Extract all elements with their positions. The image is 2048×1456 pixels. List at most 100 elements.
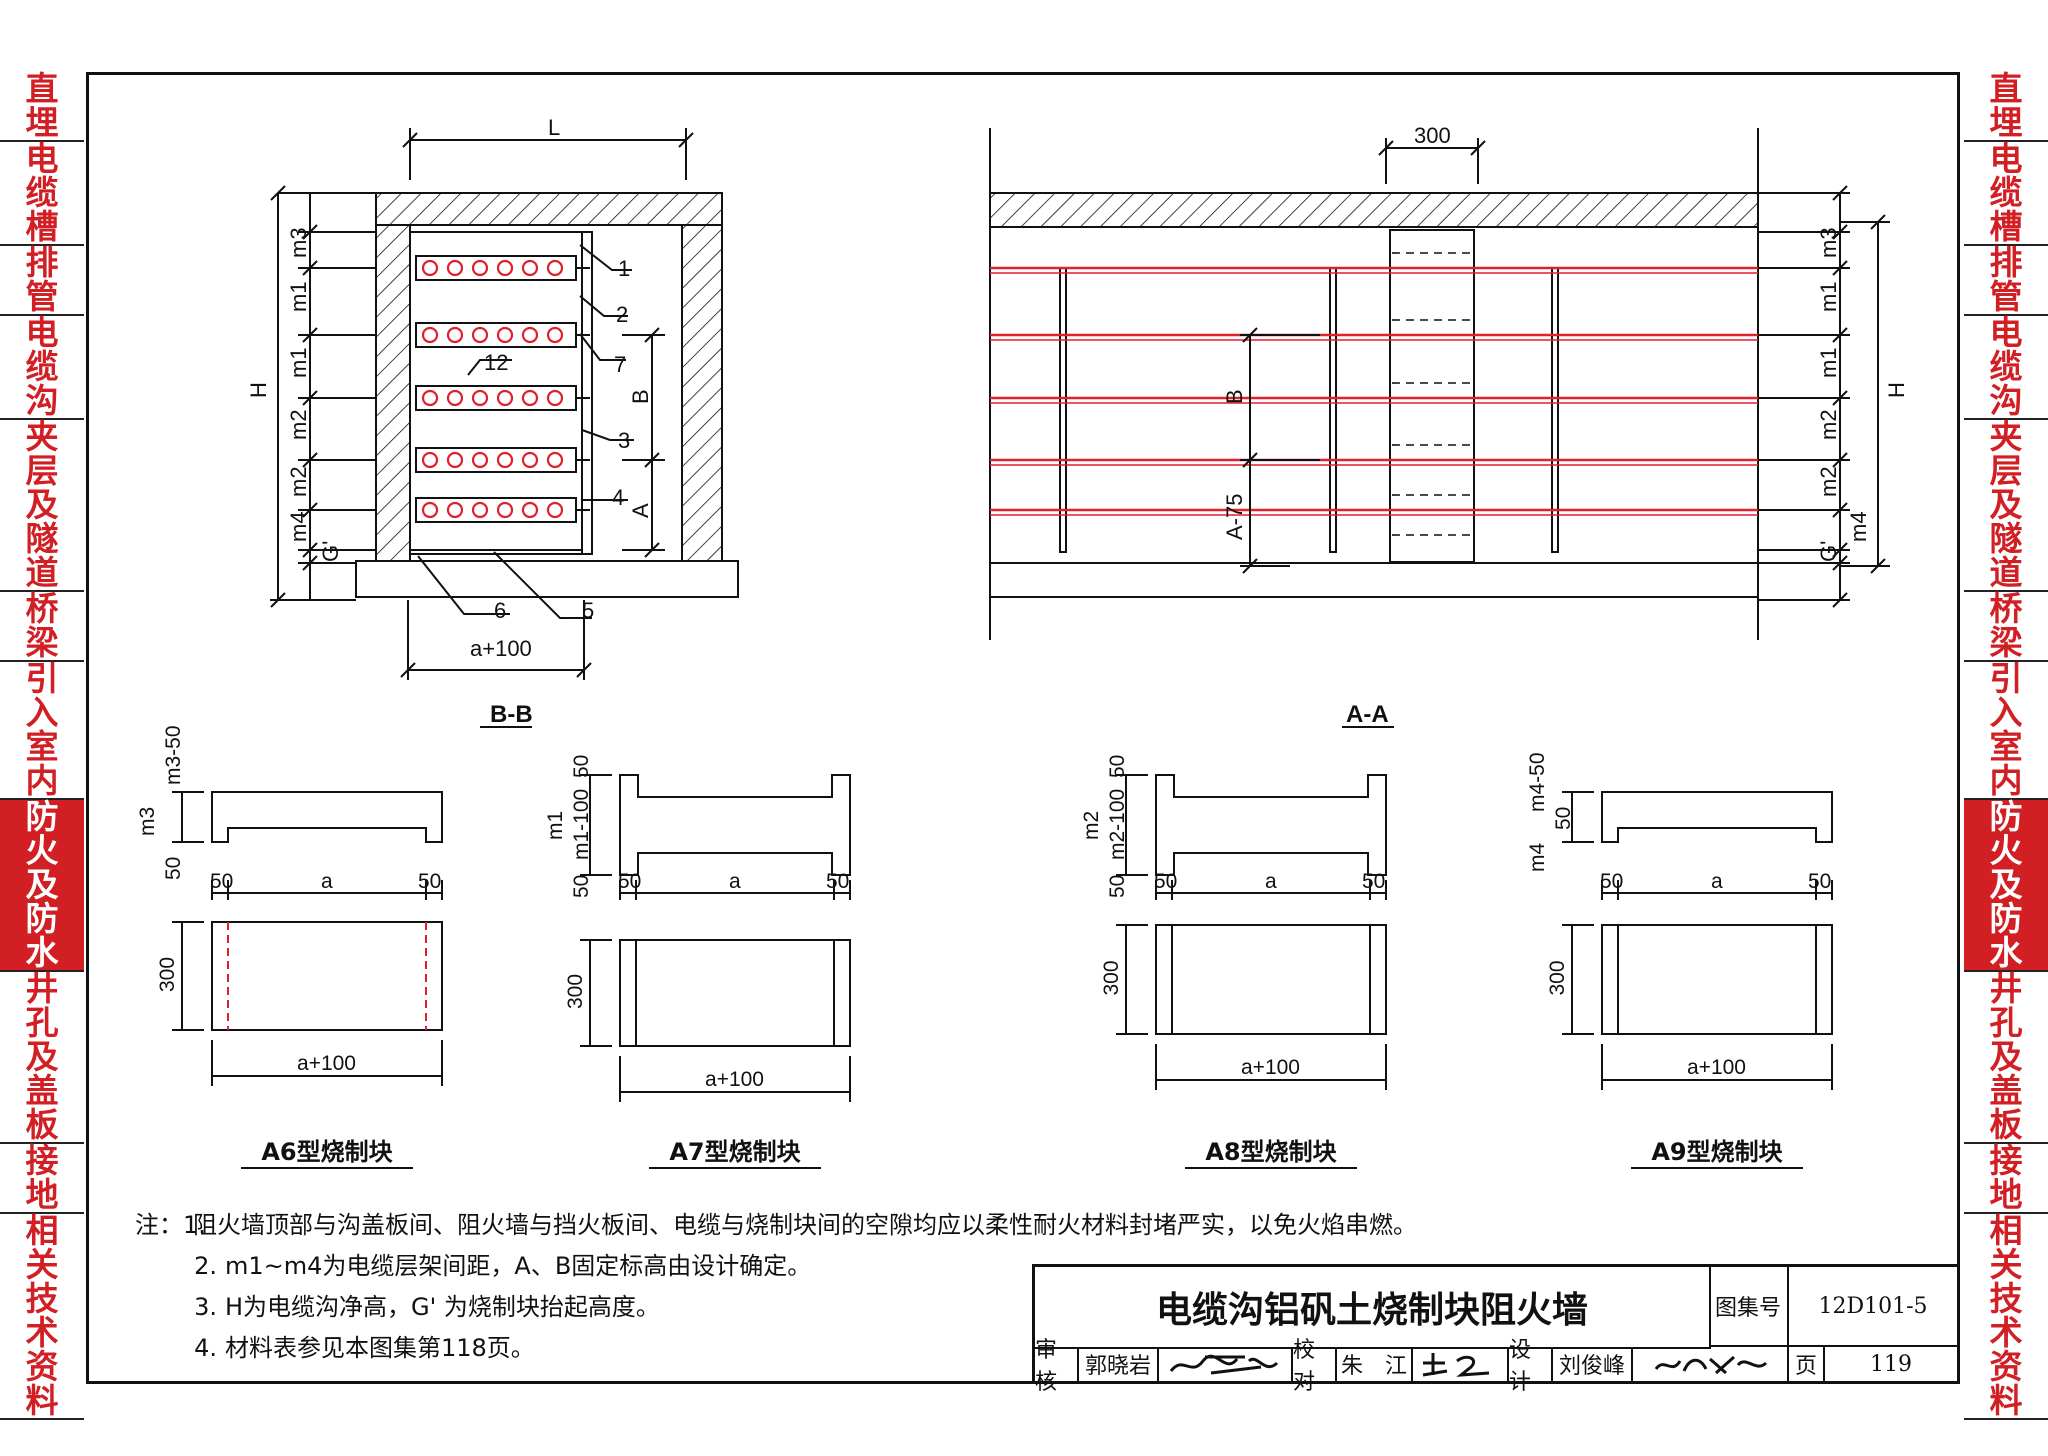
note-text: 材料表参见本图集第118页。 <box>225 1334 535 1362</box>
left-tab-1[interactable]: 电缆槽 <box>0 142 84 246</box>
block-dim-top: 50 <box>570 755 593 778</box>
tab-char: 引 <box>25 659 59 698</box>
right-tab-0[interactable]: 直埋 <box>1964 72 2048 142</box>
bb-callout-6: 6 <box>494 598 506 623</box>
bb-cable <box>546 451 564 469</box>
block-dim-outer: m1 <box>544 811 567 840</box>
bb-callout-1: 1 <box>618 256 630 281</box>
tab-char: 入 <box>1989 693 2023 732</box>
tab-char: 孔 <box>25 1003 59 1042</box>
checker-signature <box>1413 1347 1509 1381</box>
tab-char: 管 <box>25 277 59 316</box>
left-tab-6[interactable]: 引入室内 <box>0 662 84 800</box>
block-dim-top: 50 <box>1106 755 1129 778</box>
drawing-title: 电缆沟铝矾土烧制块阻火墙 <box>1035 1267 1711 1349</box>
block-dim-a: a <box>729 870 741 893</box>
right-tab-6[interactable]: 引入室内 <box>1964 662 2048 800</box>
section-bb <box>270 128 739 728</box>
right-tab-10[interactable]: 相关技术资料 <box>1964 1214 2048 1420</box>
aa-fire-block-column <box>1389 229 1475 563</box>
design-label: 设计 <box>1509 1338 1553 1395</box>
bb-cable <box>546 326 564 344</box>
aa-label-B: B <box>1222 389 1247 404</box>
block-dim-50-left: 50 <box>618 870 641 893</box>
bb-cable <box>446 326 464 344</box>
block-dim-a100: a+100 <box>1241 1056 1300 1079</box>
tab-char: 板 <box>25 1105 59 1144</box>
note-number: 3. <box>194 1293 217 1321</box>
block-dim-bot: 50 <box>1106 875 1129 898</box>
tab-char: 及 <box>1989 865 2023 904</box>
note-text: m1~m4为电缆层架间距，A、B固定标高由设计确定。 <box>225 1252 812 1280</box>
block-dim-50-left: 50 <box>1600 870 1623 893</box>
left-tab-2[interactable]: 排管 <box>0 246 84 316</box>
left-tab-9[interactable]: 接地 <box>0 1144 84 1214</box>
bb-label-m3: m3 <box>286 227 311 258</box>
bb-tray-0 <box>415 255 577 281</box>
right-tab-5[interactable]: 桥梁 <box>1964 592 2048 662</box>
tab-char: 料 <box>1989 1381 2023 1420</box>
tab-char: 缆 <box>25 173 59 212</box>
block-plan-2 <box>1155 924 1387 1035</box>
tab-char: 及 <box>25 865 59 904</box>
left-tab-8[interactable]: 井孔及盖板 <box>0 972 84 1144</box>
left-tab-0[interactable]: 直埋 <box>0 72 84 142</box>
block-plan-1 <box>619 939 851 1047</box>
left-tab-7[interactable]: 防火及防水 <box>0 800 84 972</box>
right-tab-1[interactable]: 电缆槽 <box>1964 142 2048 246</box>
bb-cover-slab <box>375 192 723 226</box>
left-tab-4[interactable]: 夹层及隧道 <box>0 420 84 592</box>
aa-label-m4: m4 <box>1846 511 1871 542</box>
right-tab-8[interactable]: 井孔及盖板 <box>1964 972 2048 1144</box>
tab-char: 术 <box>25 1313 59 1352</box>
block-caption-3: A9型烧制块 <box>1651 1138 1782 1166</box>
tab-char: 盖 <box>1989 1071 2023 1110</box>
check-label: 校对 <box>1293 1338 1337 1395</box>
tab-char: 直 <box>1989 69 2023 108</box>
tab-char: 技 <box>1989 1279 2023 1318</box>
tab-char: 火 <box>1989 831 2023 870</box>
right-tab-2[interactable]: 排管 <box>1964 246 2048 316</box>
tab-char: 槽 <box>25 207 59 246</box>
block-elevation-1 <box>619 774 851 876</box>
right-tab-7[interactable]: 防火及防水 <box>1964 800 2048 972</box>
tab-char: 电 <box>1989 139 2023 178</box>
tab-char: 管 <box>1989 277 2023 316</box>
tab-char: 及 <box>1989 485 2023 524</box>
block-dim-a: a <box>321 870 333 893</box>
tab-char: 梁 <box>25 623 59 662</box>
block-elevation-0 <box>211 791 443 843</box>
tab-char: 井 <box>25 969 59 1008</box>
tab-char: 直 <box>25 69 59 108</box>
block-dim-a100: a+100 <box>1687 1056 1746 1079</box>
aa-label-m1b: m1 <box>1816 347 1841 378</box>
right-tab-3[interactable]: 电缆沟 <box>1964 316 2048 420</box>
left-tab-5[interactable]: 桥梁 <box>0 592 84 662</box>
bb-label-m4: m4 <box>286 511 311 542</box>
note-2: 2. m1~m4为电缆层架间距，A、B固定标高由设计确定。 <box>135 1246 1035 1287</box>
right-tab-4[interactable]: 夹层及隧道 <box>1964 420 2048 592</box>
block-dim-a: a <box>1265 870 1277 893</box>
bb-label-H: H <box>246 382 271 398</box>
tab-char: 孔 <box>1989 1003 2023 1042</box>
block-dim-mid: m1-100 <box>570 789 593 860</box>
page-label: 页 <box>1789 1347 1825 1381</box>
bb-support-post <box>581 231 593 555</box>
left-tab-10[interactable]: 相关技术资料 <box>0 1214 84 1420</box>
tab-char: 排 <box>1989 243 2023 282</box>
bb-cable <box>421 501 439 519</box>
note-number: 2. <box>194 1252 217 1280</box>
block-dim-300: 300 <box>1100 960 1123 995</box>
tab-char: 埋 <box>25 103 59 142</box>
notes: 注：1.阻火墙顶部与沟盖板间、阻火墙与挡火板间、电缆与烧制块间的空隙均应以柔性耐… <box>135 1205 1417 1369</box>
block-dim-a: a <box>1711 870 1723 893</box>
bb-cable <box>446 451 464 469</box>
left-tab-3[interactable]: 电缆沟 <box>0 316 84 420</box>
tab-char: 及 <box>25 1037 59 1076</box>
right-tab-9[interactable]: 接地 <box>1964 1144 2048 1214</box>
bb-label-B: B <box>628 389 653 404</box>
tab-char: 沟 <box>25 381 59 420</box>
tab-char: 料 <box>25 1381 59 1420</box>
tab-char: 槽 <box>1989 207 2023 246</box>
page-number: 119 <box>1870 1351 1912 1377</box>
